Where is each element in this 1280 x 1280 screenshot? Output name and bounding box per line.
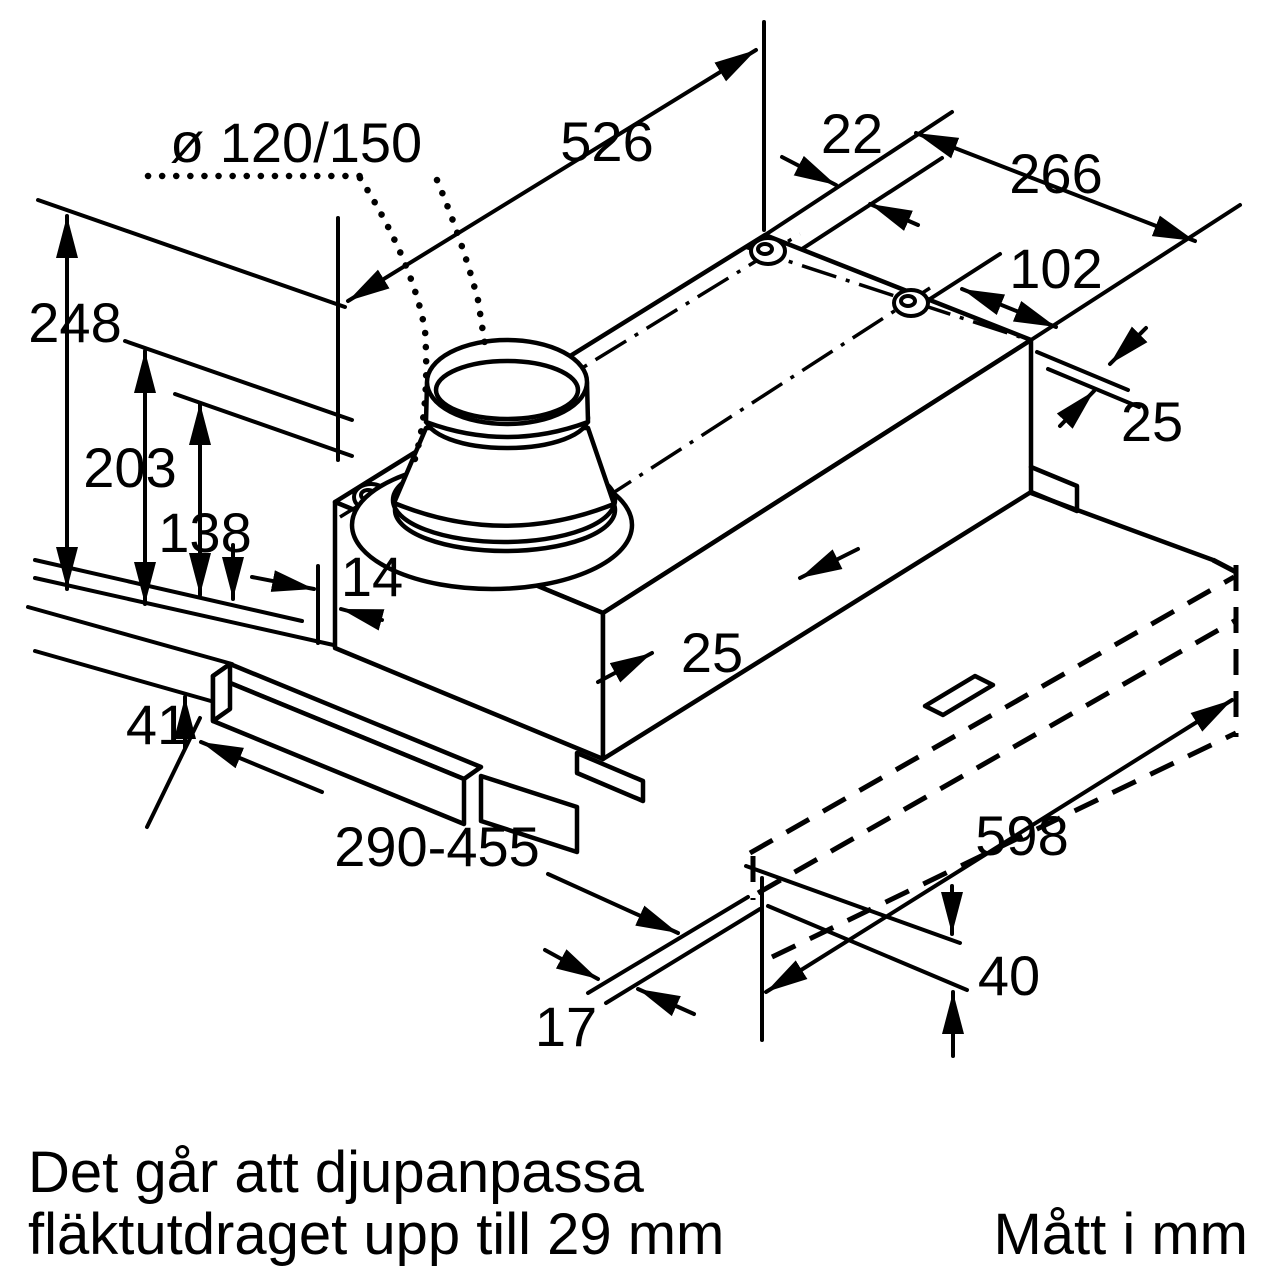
units-note: Mått i mm [993,1202,1248,1267]
label-14: 14 [341,545,403,608]
label-526: 526 [560,110,653,173]
collar-top-inner [433,358,581,422]
dimension-labels: ø 120/150 526 22 266 102 25 248 203 138 … [28,102,1183,1058]
label-17: 17 [535,995,597,1058]
label-25-mid: 25 [681,621,743,684]
label-diameter: ø 120/150 [170,111,422,174]
label-203: 203 [83,436,176,499]
duct-collar [349,337,635,592]
label-25-right: 25 [1121,390,1183,453]
label-290-455: 290-455 [334,815,540,878]
note-line-1: Det går att djupanpassa [28,1140,645,1205]
collar-cone [391,425,617,528]
label-41: 41 [126,693,188,756]
visor-bar [210,661,646,855]
note-line-2: fläktutdraget upp till 29 mm [28,1202,724,1267]
label-138: 138 [158,501,251,564]
label-248: 248 [28,291,121,354]
footer-notes: Det går att djupanpassa fläktutdraget up… [28,1140,1248,1267]
side-notch [1028,464,1080,514]
label-266: 266 [1009,142,1102,205]
label-40: 40 [978,944,1040,1007]
dimension-lines [56,48,1234,1058]
label-598: 598 [975,804,1068,867]
label-22: 22 [821,102,883,165]
drawer-switch [922,673,996,718]
label-102: 102 [1009,237,1102,300]
drawer-top-edge [1028,490,1216,563]
